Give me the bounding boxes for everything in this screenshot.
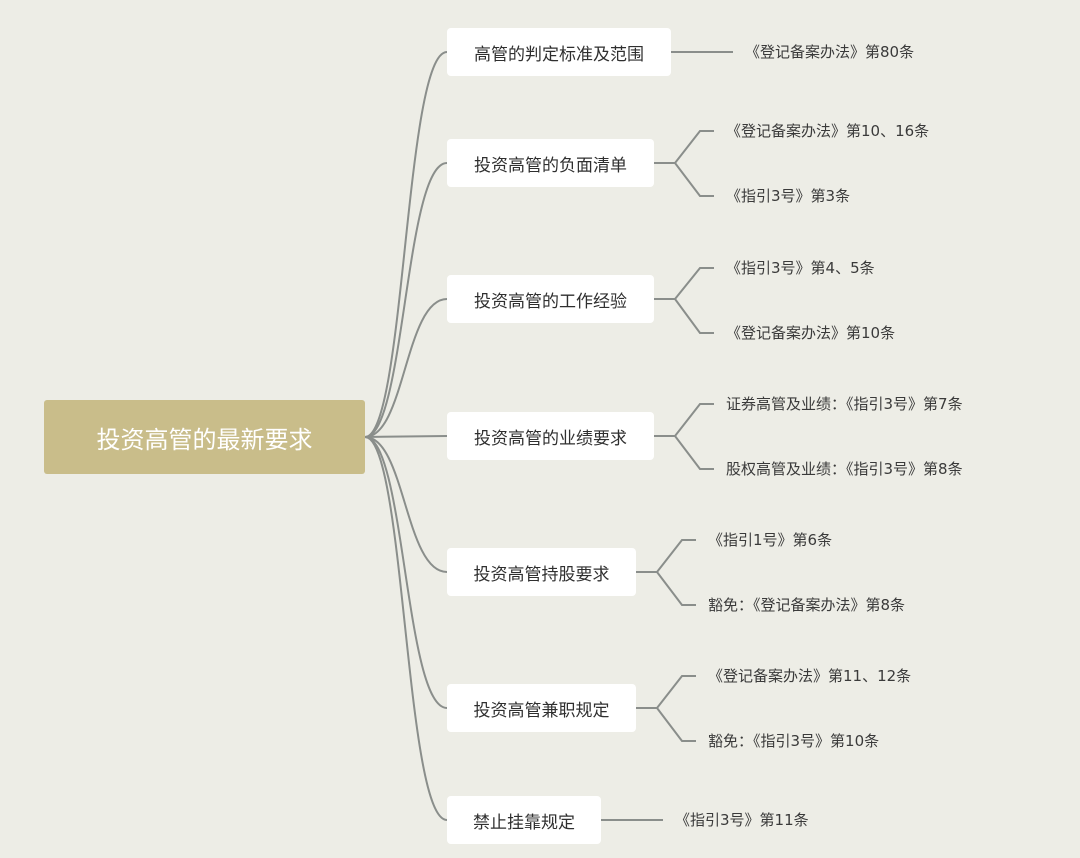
branch-node-shareholding[interactable]: 投资高管持股要求 [447, 548, 636, 596]
branch-node-criteria[interactable]: 高管的判定标准及范围 [447, 28, 671, 76]
leaf-node[interactable]: 豁免：《指引3号》第10条 [708, 732, 880, 750]
branch-leaf-connector-1-1 [674, 162, 714, 197]
root-branch-connector-0 [364, 51, 448, 438]
branch-node-affiliation-ban[interactable]: 禁止挂靠规定 [447, 796, 601, 844]
root-branch-connector-5 [364, 436, 448, 709]
leaf-node[interactable]: 《指引3号》第4、5条 [726, 259, 875, 277]
root-branch-connector-6 [364, 436, 448, 821]
root-branch-connector-4 [364, 436, 448, 573]
leaf-node[interactable]: 证券高管及业绩：《指引3号》第7条 [726, 395, 963, 413]
leaf-node[interactable]: 《指引3号》第11条 [675, 811, 809, 829]
leaf-node[interactable]: 《指引1号》第6条 [708, 531, 833, 549]
branch-leaf-connector-5-0 [636, 675, 696, 709]
branch-leaf-connector-4-1 [656, 571, 696, 606]
branch-leaf-connector-2-0 [654, 267, 714, 300]
branch-leaf-connector-1-0 [654, 130, 714, 164]
leaf-node[interactable]: 豁免：《登记备案办法》第8条 [708, 596, 906, 614]
root-branch-connector-1 [364, 162, 448, 438]
root-branch-connector-3 [364, 435, 448, 438]
leaf-node[interactable]: 《登记备案办法》第10、16条 [726, 122, 930, 140]
branch-node-work-experience[interactable]: 投资高管的工作经验 [447, 275, 654, 323]
branch-leaf-connector-5-1 [656, 707, 696, 742]
branch-node-performance[interactable]: 投资高管的业绩要求 [447, 412, 654, 460]
leaf-node[interactable]: 股权高管及业绩：《指引3号》第8条 [726, 460, 963, 478]
branch-leaf-connector-3-0 [654, 403, 714, 437]
leaf-node[interactable]: 《指引3号》第3条 [726, 187, 851, 205]
branch-node-part-time[interactable]: 投资高管兼职规定 [447, 684, 636, 732]
branch-leaf-connector-3-1 [674, 435, 714, 470]
branch-node-negative-list[interactable]: 投资高管的负面清单 [447, 139, 654, 187]
leaf-node[interactable]: 《登记备案办法》第11、12条 [708, 667, 912, 685]
leaf-node[interactable]: 《登记备案办法》第10条 [726, 324, 896, 342]
root-branch-connector-2 [364, 298, 448, 438]
branch-leaf-connector-4-0 [636, 539, 696, 573]
root-node[interactable]: 投资高管的最新要求 [44, 400, 365, 474]
branch-leaf-connector-2-1 [674, 298, 714, 334]
leaf-node[interactable]: 《登记备案办法》第80条 [745, 43, 915, 61]
